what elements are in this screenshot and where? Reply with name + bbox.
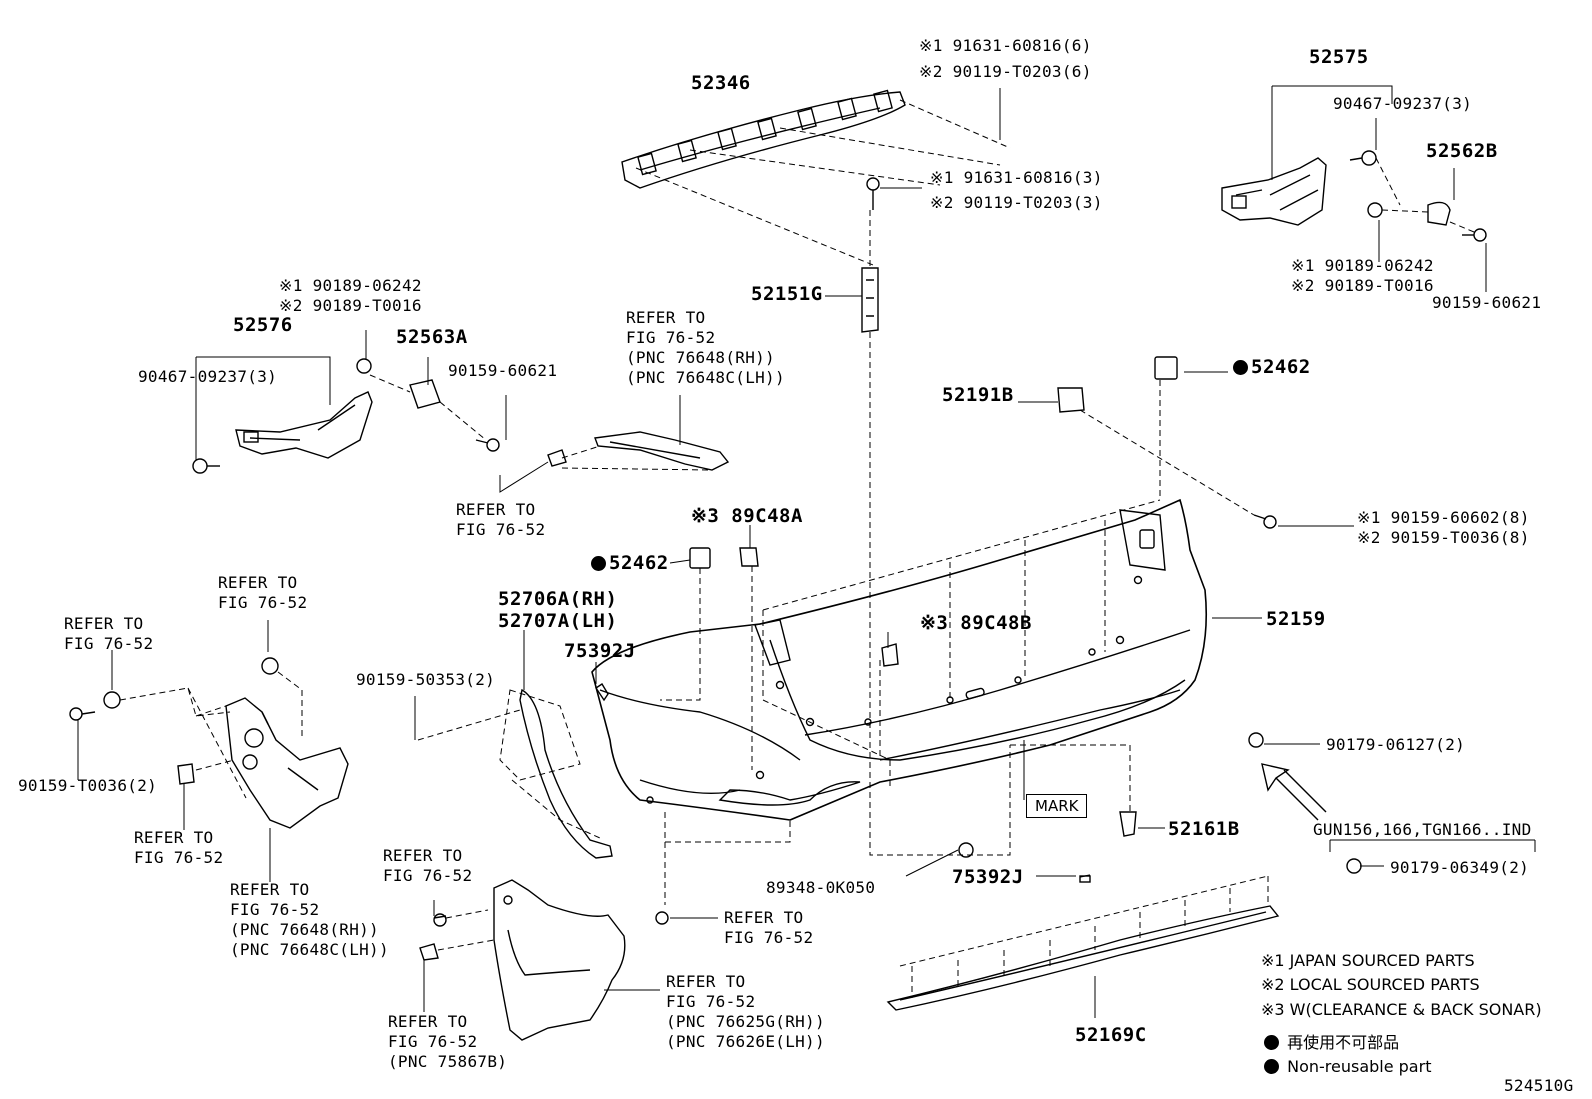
label-r-clip-a: ※1 90189-06242 [1291,256,1434,275]
label-52161b: 52161B [1168,818,1240,840]
label-refer-clip-2: FIG 76-52 [456,520,546,539]
label-90179-06127: 90179-06127(2) [1326,735,1466,754]
label-90159-t0036: 90159-T0036(2) [18,776,158,795]
label-l-clip-b: ※2 90189-T0016 [279,296,422,315]
label-refer-l3-1: REFER TO [134,828,214,847]
label-refer-mud-4: (PNC 76626E(LH)) [666,1032,825,1051]
label-52191b: 52191B [942,384,1014,406]
label-refer-m1-1: REFER TO [383,846,463,865]
upper-bracket-drawing [547,431,730,471]
label-90179-06349: 90179-06349(2) [1390,858,1530,877]
label-52169c: 52169C [1075,1024,1147,1046]
label-l-screw: 90467-09237(3) [138,367,278,386]
mudflap-drawing [419,879,669,1041]
label-refer-top-3: (PNC 76648(RH)) [626,348,775,367]
label-refer-clip-1: REFER TO [456,500,536,519]
label-refer-l4-2: FIG 76-52 [230,900,320,919]
note-japan-sourced: ※1 JAPAN SOURCED PARTS [1261,951,1475,970]
label-90159-50353: 90159-50353(2) [356,670,496,689]
label-52706a: 52706A(RH) [498,588,618,610]
non-reusable-dot-icon [591,556,606,571]
label-refer-b2-1: REFER TO [388,1012,468,1031]
leader-lines [77,85,1536,1018]
label-refer-l2-2: FIG 76-52 [64,634,154,653]
label-52346: 52346 [691,72,751,94]
label-52707a: 52707A(LH) [498,610,618,632]
mark-box: MARK [1026,794,1088,818]
label-side-bolt-a: ※1 90159-60602(8) [1357,508,1530,527]
label-52563a: 52563A [396,326,468,348]
label-refer-mud-3: (PNC 76625G(RH)) [666,1012,825,1031]
label-r-clip-b: ※2 90189-T0016 [1291,276,1434,295]
left-lower-bracket-drawing [69,657,349,829]
clip-drawings [689,356,1362,874]
label-75392j-b: 75392J [952,866,1024,888]
label-refer-top-1: REFER TO [626,308,706,327]
note-local-sourced: ※2 LOCAL SOURCED PARTS [1261,975,1480,994]
label-l-clip-a: ※1 90189-06242 [279,276,422,295]
label-52562b: 52562B [1426,140,1498,162]
label-refer-l3-2: FIG 76-52 [134,848,224,867]
note-non-reusable-en: Non-reusable part [1264,1056,1431,1078]
side-garnish-drawing [519,683,613,859]
label-refer-m1-2: FIG 76-52 [383,866,473,885]
label-refer-b1-2: FIG 76-52 [724,928,814,947]
label-refer-l4-4: (PNC 76648C(LH)) [230,940,389,959]
label-mid-bolt-a: ※1 91631-60816(3) [930,168,1103,187]
label-75392j-a: 75392J [564,640,636,662]
label-52159: 52159 [1266,608,1326,630]
non-reusable-dot-icon [1264,1059,1279,1074]
non-reusable-dot-icon [1233,360,1248,375]
label-side-bolt-b: ※2 90159-T0036(8) [1357,528,1530,547]
assembly-lines [119,99,1475,998]
diagram-id: 524510G [1504,1076,1574,1095]
label-52462-top: 52462 [1233,356,1311,378]
bumper-cover-drawing [591,498,1208,821]
label-l-bolt: 90159-60621 [448,361,558,380]
label-refer-mud-2: FIG 76-52 [666,992,756,1011]
label-gun-note: GUN156,166,TGN166..IND [1313,820,1532,839]
label-52576: 52576 [233,314,293,336]
label-refer-top-4: (PNC 76648C(LH)) [626,368,785,387]
label-refer-l1-2: FIG 76-52 [218,593,308,612]
note-non-reusable-en-text: Non-reusable part [1287,1057,1432,1076]
note-w-clearance: ※3 W(CLEARANCE & BACK SONAR) [1261,1000,1542,1019]
label-r-screw: 90467-09237(3) [1333,94,1473,113]
label-refer-b1-1: REFER TO [724,908,804,927]
note-non-reusable-jp: 再使用不可部品 [1264,1032,1399,1054]
label-r-bolt: 90159-60621 [1432,293,1542,312]
label-refer-top-2: FIG 76-52 [626,328,716,347]
label-52462-mid-text: 52462 [609,552,669,574]
right-fasteners [1349,150,1487,242]
label-52462-top-text: 52462 [1251,356,1311,378]
label-52462-mid: 52462 [591,552,669,574]
label-52575: 52575 [1309,46,1369,68]
direction-arrow [1261,763,1327,821]
lower-garnish-drawing [886,811,1280,1011]
label-89c48a: ※3 89C48A [691,505,803,527]
label-top-bolt-b: ※2 90119-T0203(6) [919,62,1092,81]
note-non-reusable-jp-text: 再使用不可部品 [1287,1033,1400,1052]
label-mid-bolt-b: ※2 90119-T0203(3) [930,193,1103,212]
reinforcement-52346-drawing [621,89,906,189]
label-89348-0k050: 89348-0K050 [766,878,876,897]
retainer-52575-drawing [1221,157,1327,226]
label-refer-l2-1: REFER TO [64,614,144,633]
label-89c48b: ※3 89C48B [920,612,1032,634]
label-refer-l4-3: (PNC 76648(RH)) [230,920,379,939]
label-refer-mud-1: REFER TO [666,972,746,991]
bracket-52151g-drawing [861,177,880,333]
non-reusable-dot-icon [1264,1035,1279,1050]
label-refer-b2-3: (PNC 75867B) [388,1052,508,1071]
label-top-bolt-a: ※1 91631-60816(6) [919,36,1092,55]
label-refer-l4-1: REFER TO [230,880,310,899]
label-52151g: 52151G [751,283,823,305]
label-refer-l1-1: REFER TO [218,573,298,592]
label-refer-b2-2: FIG 76-52 [388,1032,478,1051]
